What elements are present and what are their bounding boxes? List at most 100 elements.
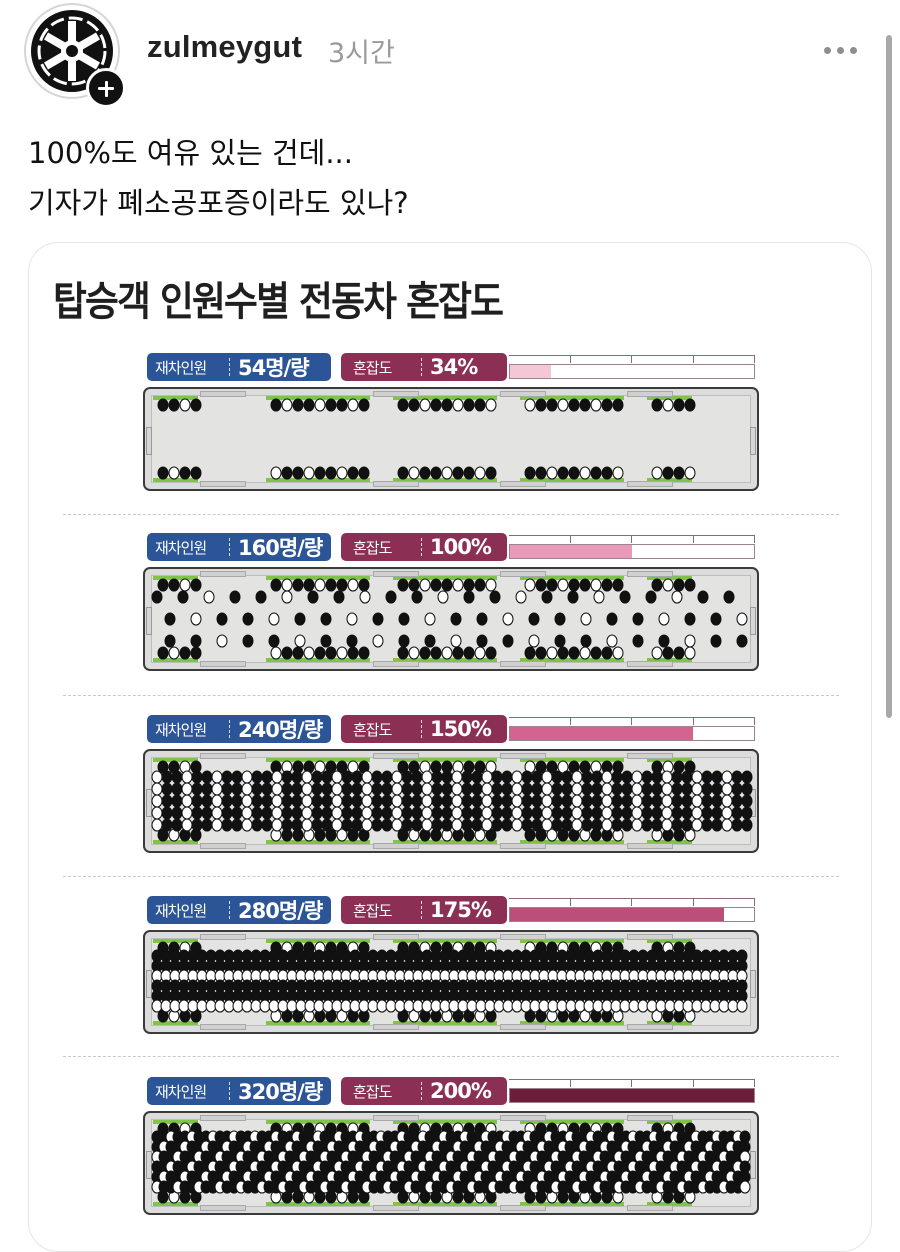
meter-ticks — [509, 1079, 755, 1087]
bench-seat — [647, 840, 692, 844]
car-door — [627, 481, 673, 487]
car-end-door — [750, 607, 756, 635]
bench-seat — [393, 1120, 497, 1124]
dot — [850, 46, 857, 54]
train-car-diagram — [143, 749, 759, 853]
galactic-empire-emblem-icon — [31, 10, 113, 92]
car-door — [373, 1205, 419, 1211]
car-door — [200, 843, 246, 849]
follow-plus-icon[interactable] — [86, 68, 126, 108]
meter-track — [509, 544, 755, 559]
meter-track — [509, 726, 755, 741]
scrollbar[interactable] — [886, 35, 892, 718]
car-door — [200, 934, 246, 940]
car-door — [500, 934, 546, 940]
passenger-label: 재차인원 — [155, 901, 207, 920]
section-divider — [63, 695, 839, 696]
pill-separator — [421, 901, 422, 919]
bench-seat — [647, 576, 692, 580]
pill-separator — [421, 538, 422, 556]
meter-fill — [510, 1089, 754, 1102]
tick — [631, 356, 632, 363]
car-door — [200, 391, 246, 397]
section-divider — [63, 876, 839, 877]
bench-seat — [520, 758, 624, 762]
car-door — [373, 481, 419, 487]
tick — [631, 536, 632, 543]
congestion-label: 혼잡도 — [353, 720, 392, 739]
car-end-door — [146, 789, 152, 817]
bench-seat — [153, 1021, 198, 1025]
congestion-section: 재차인원 160명/량 혼잡도 100% — [141, 533, 761, 683]
car-door — [500, 753, 546, 759]
car-door — [373, 843, 419, 849]
bench-seat — [393, 1021, 497, 1025]
congestion-value: 200% — [430, 1079, 492, 1103]
username[interactable]: zulmeygut — [147, 29, 303, 64]
passenger-value: 54명/량 — [238, 356, 310, 380]
bench-seat — [520, 939, 624, 943]
car-door — [500, 571, 546, 577]
passenger-icons — [151, 941, 748, 1023]
congestion-section: 재차인원 54명/량 혼잡도 34% — [141, 353, 761, 503]
tick — [631, 718, 632, 725]
car-door — [500, 1115, 546, 1121]
bench-seat — [520, 396, 624, 400]
bench-seat — [647, 396, 692, 400]
car-door — [627, 1024, 673, 1030]
congestion-meter — [509, 355, 755, 379]
congestion-label: 혼잡도 — [353, 1082, 392, 1101]
bench-seat — [266, 1021, 370, 1025]
bench-seat — [647, 1120, 692, 1124]
car-door — [500, 843, 546, 849]
car-door — [200, 481, 246, 487]
congestion-value: 150% — [430, 717, 492, 741]
tick — [754, 356, 755, 363]
passenger-count-pill: 재차인원 54명/량 — [147, 353, 331, 381]
car-door — [373, 391, 419, 397]
pill-separator — [229, 1082, 230, 1100]
attached-image[interactable]: 탑승객 인원수별 전동차 혼잡도 재차인원 54명/량 혼잡도 34% — [28, 242, 872, 1252]
tick — [631, 1080, 632, 1087]
tick — [570, 1080, 571, 1087]
bench-seat — [266, 758, 370, 762]
congestion-meter — [509, 717, 755, 741]
bench-seat — [266, 478, 370, 482]
bench-seat — [393, 1202, 497, 1206]
passenger-label: 재차인원 — [155, 358, 207, 377]
car-floor — [151, 395, 751, 483]
bench-seat — [647, 1202, 692, 1206]
bench-seat — [153, 576, 198, 580]
bench-seat — [153, 478, 198, 482]
passenger-count-pill: 재차인원 160명/량 — [147, 533, 331, 561]
congestion-meter — [509, 1079, 755, 1103]
congestion-label: 혼잡도 — [353, 358, 392, 377]
bench-seat — [393, 576, 497, 580]
passenger-icons — [151, 1122, 751, 1204]
car-door — [200, 1205, 246, 1211]
passenger-value: 280명/량 — [238, 899, 323, 923]
bench-seat — [393, 939, 497, 943]
post-body-text: 100%도 여유 있는 건데... 기자가 폐소공포증이라도 있나? — [28, 128, 409, 228]
tick — [754, 536, 755, 543]
passenger-value: 160명/량 — [238, 536, 323, 560]
more-options-button[interactable] — [824, 38, 866, 62]
train-car-diagram — [143, 567, 759, 671]
meter-track — [509, 907, 755, 922]
tick — [570, 718, 571, 725]
tick — [754, 718, 755, 725]
car-door — [500, 391, 546, 397]
tick — [693, 718, 694, 725]
pill-separator — [229, 358, 230, 376]
bench-seat — [266, 1120, 370, 1124]
car-door — [200, 1115, 246, 1121]
pill-separator — [229, 901, 230, 919]
bench-seat — [393, 396, 497, 400]
congestion-value: 34% — [430, 355, 478, 379]
congestion-section: 재차인원 280명/량 혼잡도 175% — [141, 896, 761, 1046]
car-door — [627, 391, 673, 397]
passenger-label: 재차인원 — [155, 720, 207, 739]
passenger-count-pill: 재차인원 280명/량 — [147, 896, 331, 924]
avatar[interactable] — [24, 3, 120, 99]
bench-seat — [520, 576, 624, 580]
